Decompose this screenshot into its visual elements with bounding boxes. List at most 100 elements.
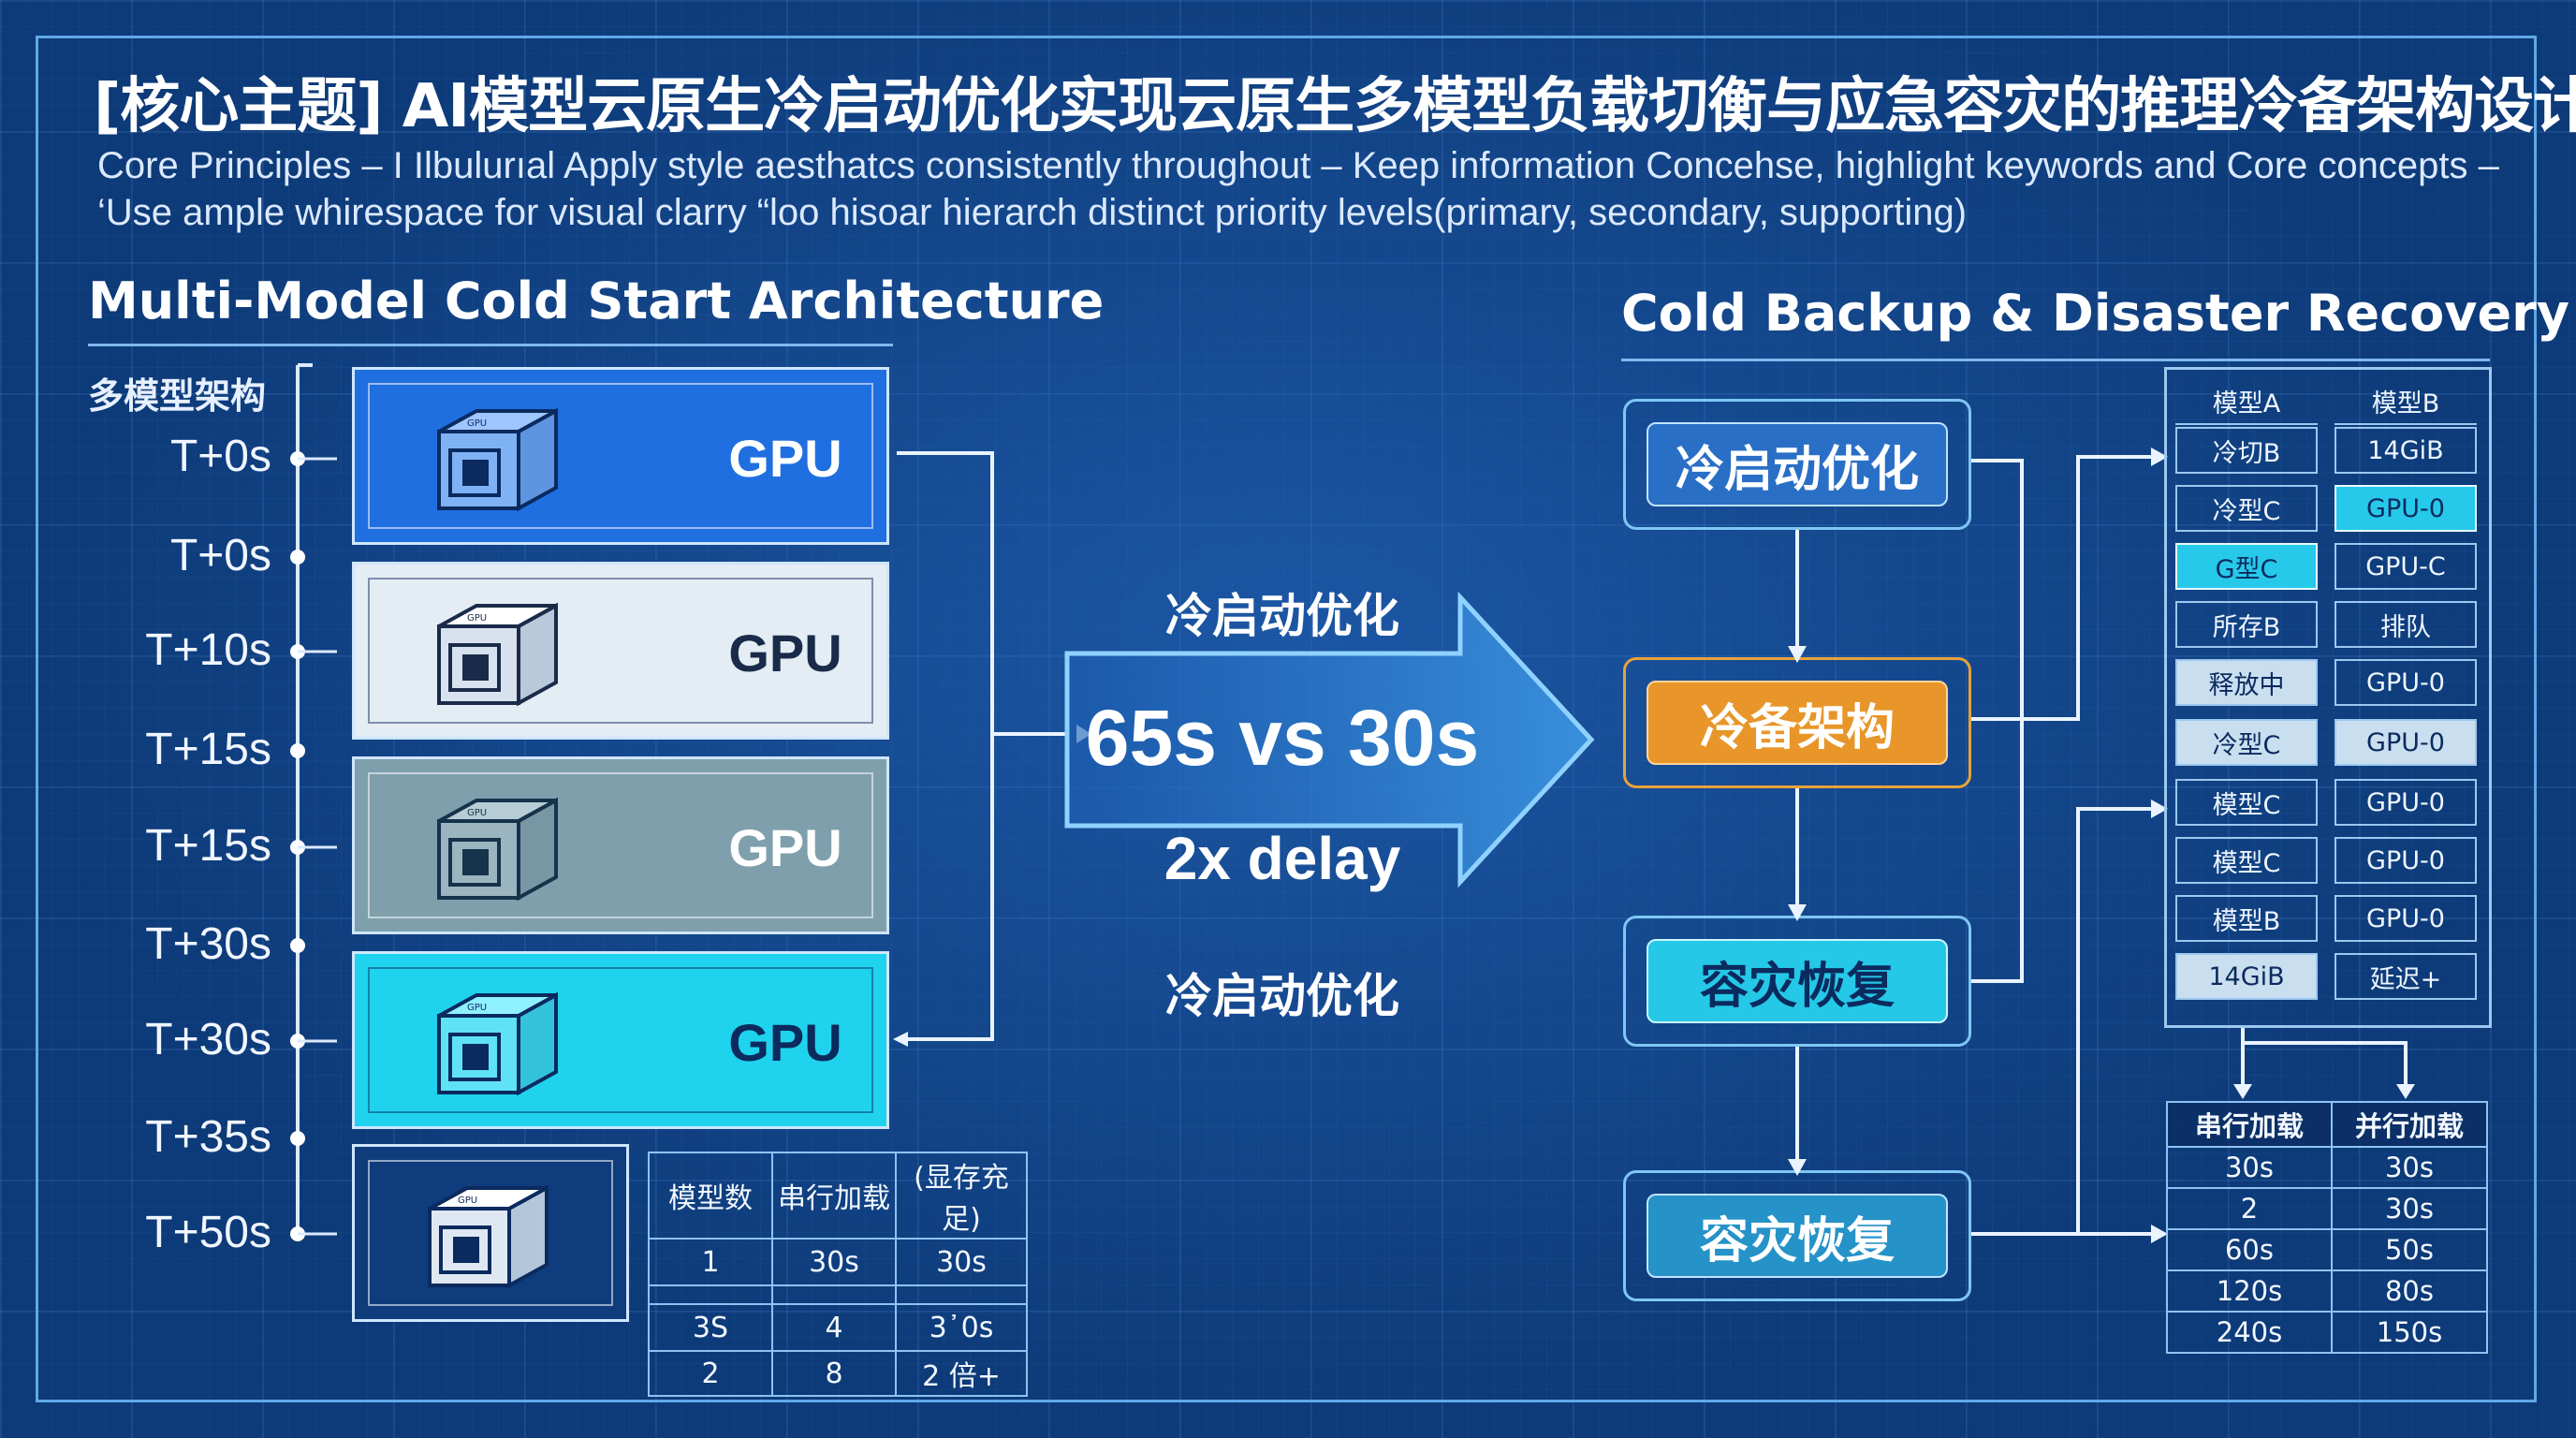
grid-cell: GPU-C	[2334, 543, 2477, 590]
table-cell: 50s	[2331, 1228, 2488, 1271]
flow-label: 容灾恢复	[1647, 1194, 1948, 1278]
server-chip-icon: GPU	[437, 407, 558, 512]
timeline-axis-label: 多模型架构	[88, 375, 267, 417]
time-label-4: T+15s	[145, 725, 271, 774]
grid-cell: GPU-0	[2334, 485, 2477, 532]
chip-label: GPU	[467, 418, 487, 429]
gpu-card-2: GPU GPU	[352, 562, 889, 740]
chip-label: GPU	[467, 1003, 487, 1013]
table-cell: 60s	[2166, 1228, 2333, 1271]
table-cell	[648, 1284, 773, 1305]
table-cell: 120s	[2166, 1269, 2333, 1313]
gpu-label: GPU	[728, 818, 842, 877]
principles-line-1: Core Principles – I Ilbulurıal Apply sty…	[97, 145, 2499, 186]
principles-text: Core Principles – I Ilbulurıal Apply sty…	[97, 142, 2499, 236]
server-chip-icon: GPU	[437, 991, 558, 1096]
grid-cell: 14GiB	[2175, 953, 2318, 1000]
cold-start-table: 模型数 串行加载 (显存充足) 1 30s 30s 3S 4 3᾿0s 2 8 …	[648, 1152, 1028, 1397]
table-cell: 2 倍+	[895, 1350, 1028, 1397]
right-title-text: Cold Backup & Disaster Recovery	[1621, 284, 2569, 343]
table-cell: 8	[771, 1350, 897, 1397]
middle-sub-value: 2x delay	[1164, 825, 1401, 892]
table-cell: 30s	[771, 1238, 897, 1286]
table-cell: 30s	[895, 1238, 1028, 1286]
chip-label: GPU	[458, 1196, 477, 1206]
page-title: [核心主题] AI模型云原生冷启动优化实现云原生多模型负载切衡与应急容灾的推理冷…	[94, 72, 2576, 141]
grid-cell: 延迟+	[2334, 953, 2477, 1000]
table-cell: 150s	[2331, 1311, 2488, 1354]
grid-cell: 所存B	[2175, 601, 2318, 648]
grid-cell: 冷切B	[2175, 427, 2318, 474]
server-chip-icon: GPU	[428, 1184, 549, 1289]
left-section-title: Multi-Model Cold Start Architecture	[88, 271, 1104, 346]
right-section-title: Cold Backup & Disaster Recovery 既失	[1621, 271, 2569, 361]
middle-bottom-label: 冷启动优化	[1165, 969, 1399, 1023]
table-cell: 80s	[2331, 1269, 2488, 1313]
time-label-2: T+0s	[169, 531, 271, 580]
flow-label: 冷启动优化	[1647, 422, 1948, 506]
grid-header: 模型B	[2334, 378, 2477, 425]
table-cell: 3S	[648, 1303, 773, 1352]
time-label-6: T+30s	[145, 919, 271, 969]
middle-top-label: 冷启动优化	[1165, 589, 1399, 643]
grid-cell: GPU-0	[2334, 779, 2477, 826]
grid-cell: 释放中	[2175, 659, 2318, 706]
grid-cell: 模型C	[2175, 779, 2318, 826]
table-cell	[895, 1284, 1028, 1305]
table-cell: 2	[648, 1350, 773, 1397]
chip-label: GPU	[467, 613, 487, 624]
table-cell: 4	[771, 1303, 897, 1352]
grid-cell: GPU-0	[2334, 659, 2477, 706]
flow-label: 冷备架构	[1647, 681, 1948, 765]
principles-line-2: ‘Use ample whirespace for visual clarry …	[97, 192, 1968, 233]
grid-cell: 模型C	[2175, 837, 2318, 884]
table-cell	[771, 1284, 897, 1305]
gpu-card-1: GPU GPU	[352, 367, 889, 545]
gpu-label: GPU	[728, 624, 842, 682]
table-cell: 30s	[2331, 1187, 2488, 1230]
grid-cell: GPU-0	[2334, 837, 2477, 884]
time-label-7: T+30s	[145, 1015, 271, 1064]
grid-cell: 排队	[2334, 601, 2477, 648]
gpu-card-3: GPU GPU	[352, 756, 889, 934]
big-right-arrow	[1064, 591, 1595, 888]
flow-box-recovery-1: 容灾恢复	[1623, 916, 1971, 1047]
server-chip-icon: GPU	[437, 602, 558, 707]
gpu-label: GPU	[728, 1013, 842, 1072]
time-label-1: T+0s	[169, 432, 271, 481]
grid-header: 模型A	[2175, 378, 2318, 425]
table-header: 并行加载	[2331, 1101, 2488, 1148]
gpu-card-4: GPU GPU	[352, 951, 889, 1129]
grid-cell: 14GiB	[2334, 427, 2477, 474]
grid-cell: GPU-0	[2334, 895, 2477, 942]
time-label-9: T+50s	[145, 1208, 271, 1257]
table-header: 串行加载	[771, 1152, 897, 1240]
time-label-5: T+15s	[145, 821, 271, 871]
timeline-axis	[290, 363, 337, 1241]
table-cell: 3᾿0s	[895, 1303, 1028, 1352]
time-label-8: T+35s	[145, 1112, 271, 1162]
table-cell: 240s	[2166, 1311, 2333, 1354]
table-header: 串行加载	[2166, 1101, 2333, 1148]
outer-frame	[36, 36, 2537, 1402]
table-cell: 2	[2166, 1187, 2333, 1230]
grid-cell: GPU-0	[2334, 719, 2477, 766]
flow-connectors	[1788, 448, 2168, 1243]
flow-label: 容灾恢复	[1647, 939, 1948, 1023]
grid-cell: G型C	[2175, 543, 2318, 590]
table-cell: 30s	[2166, 1146, 2333, 1189]
table-header: (显存充足)	[895, 1152, 1028, 1240]
table-header: 模型数	[648, 1152, 773, 1240]
chip-label: GPU	[467, 808, 487, 818]
flow-box-cold-start: 冷启动优化	[1623, 399, 1971, 530]
model-status-grid	[2164, 367, 2492, 1028]
gpu-label: GPU	[728, 429, 842, 488]
server-chip-icon: GPU	[437, 797, 558, 902]
grid-cell: 模型B	[2175, 895, 2318, 942]
flow-box-cold-backup: 冷备架构	[1623, 657, 1971, 788]
middle-big-value: 65s vs 30s	[1085, 694, 1480, 782]
table-cell: 30s	[2331, 1146, 2488, 1189]
grid-to-table-connector	[2233, 1028, 2415, 1099]
